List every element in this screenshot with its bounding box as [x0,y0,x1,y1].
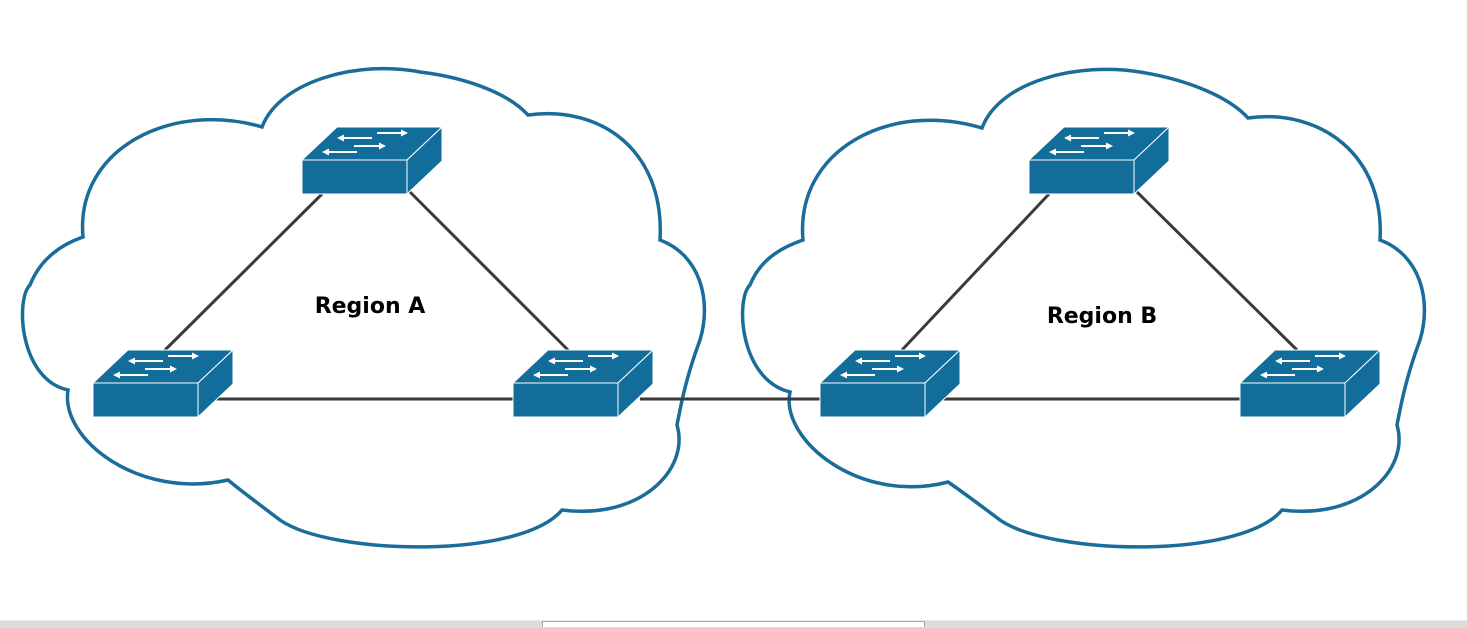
switch-b-right[interactable] [1238,348,1382,419]
switch-b-left[interactable] [818,348,962,419]
arrow-left-icon [1260,371,1295,379]
arrow-right-icon [168,352,199,360]
arrow-right-icon [565,365,597,373]
switch-icon [511,348,655,419]
arrow-right-icon [872,365,904,373]
switch-icon [300,125,444,196]
arrow-left-icon [1275,357,1310,365]
cloud-region-a [20,66,707,549]
cloud-region-b [740,67,1427,549]
arrow-right-icon [145,365,177,373]
switch-a-top[interactable] [300,125,444,196]
arrow-left-icon [113,371,148,379]
link-a-top-a-left [163,192,324,352]
switch-icon [1027,125,1171,196]
clouds-layer [20,66,1427,549]
arrow-right-icon [1081,142,1113,150]
arrow-right-icon [1292,365,1324,373]
arrow-left-icon [533,371,568,379]
arrow-right-icon [354,142,386,150]
switch-icon [818,348,962,419]
arrow-right-icon [377,129,408,137]
arrow-left-icon [322,148,357,156]
arrow-right-icon [1315,352,1346,360]
arrow-left-icon [337,134,372,142]
links-layer [163,190,1299,401]
region-b-label: Region B [1047,304,1157,329]
switch-a-left[interactable] [91,348,235,419]
horizontal-scrollbar-thumb[interactable] [542,621,925,627]
arrow-right-icon [588,352,619,360]
switches-layer [91,125,1382,419]
arrow-left-icon [128,357,163,365]
arrow-left-icon [855,357,890,365]
link-a-top-a-right [408,190,570,352]
arrow-left-icon [1049,148,1084,156]
switch-a-right[interactable] [511,348,655,419]
switch-icon [91,348,235,419]
arrow-right-icon [1104,129,1135,137]
link-b-top-b-left [900,192,1051,352]
switch-b-top[interactable] [1027,125,1171,196]
arrow-right-icon [895,352,926,360]
region-a-label: Region A [315,294,426,319]
arrow-left-icon [840,371,875,379]
arrow-left-icon [548,357,583,365]
link-b-top-b-right [1135,190,1299,352]
arrow-left-icon [1064,134,1099,142]
switch-icon [1238,348,1382,419]
